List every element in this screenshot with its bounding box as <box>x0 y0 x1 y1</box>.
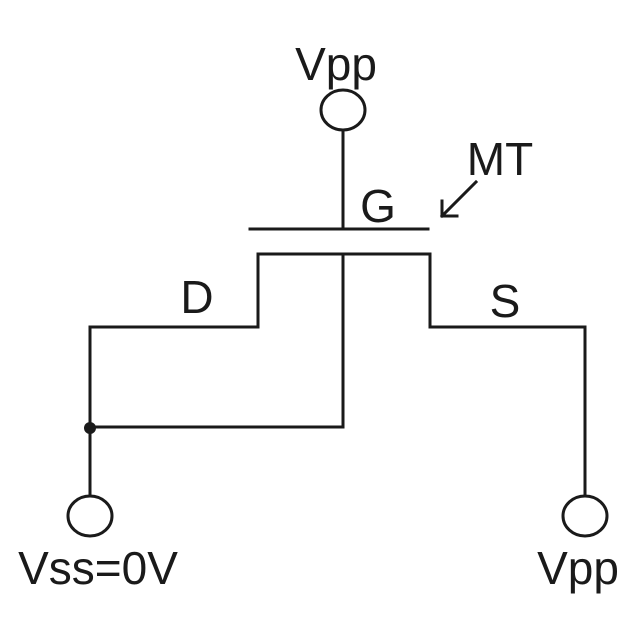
body-wire <box>90 254 343 427</box>
ground-supply-label: Vss=0V <box>18 542 178 594</box>
ground-terminal <box>68 496 112 536</box>
drain-label: D <box>180 271 213 323</box>
transistor-pointer-arrow <box>442 182 476 216</box>
source-supply-terminal <box>563 496 607 536</box>
source-supply-label: Vpp <box>537 542 619 594</box>
gate-supply-label: Vpp <box>295 38 377 90</box>
gate-supply-terminal <box>321 90 365 130</box>
source-label: S <box>490 275 521 327</box>
gate-label: G <box>360 180 396 232</box>
transistor-label: MT <box>467 133 533 185</box>
